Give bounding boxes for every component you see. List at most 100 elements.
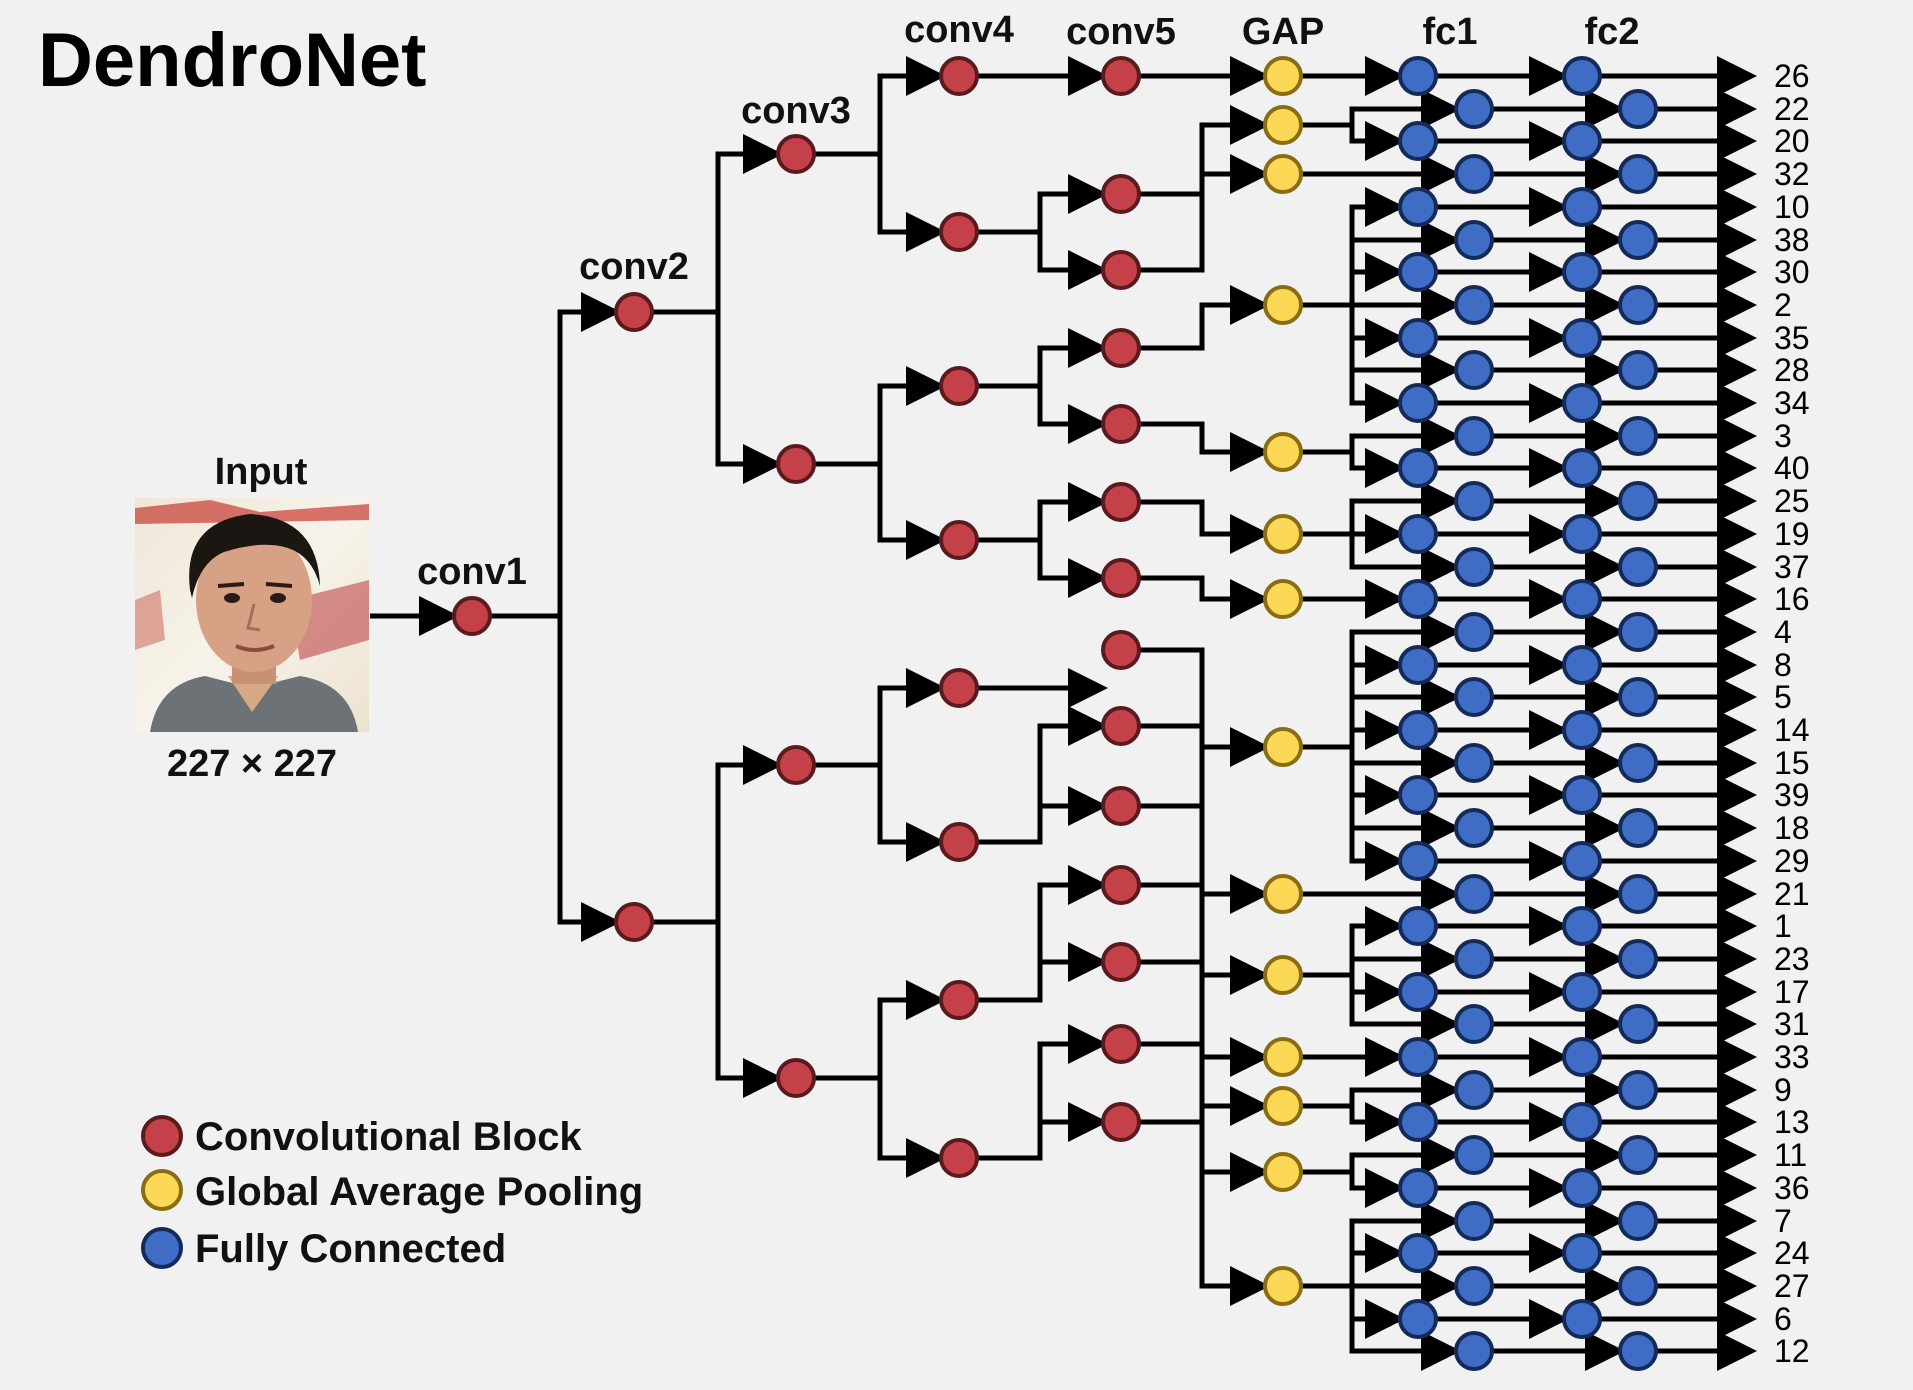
fc1-node-33 <box>1454 1135 1494 1175</box>
edge-conv4-conv5-5-1 <box>977 786 1108 845</box>
edge-conv5-gap-6-0 <box>1139 575 1270 619</box>
legend: Convolutional Block Global Average Pooli… <box>141 1115 643 1271</box>
conv5-node-11 <box>1101 942 1141 982</box>
face-photo <box>135 498 369 732</box>
output-label: 4 <box>1774 614 1792 650</box>
stage-label-conv3: conv3 <box>741 90 851 132</box>
output-label: 39 <box>1774 777 1810 813</box>
fc2-node-0 <box>1562 56 1602 96</box>
output-label: 7 <box>1774 1203 1792 1239</box>
fc2-node-22 <box>1562 775 1602 815</box>
output-label: 12 <box>1774 1333 1810 1369</box>
output-label: 32 <box>1774 156 1810 192</box>
edge-conv5-gap-4-0 <box>1139 421 1270 472</box>
edge-conv4-conv5-3-1 <box>977 537 1108 598</box>
edge-gap-fc1-29 <box>1301 972 1461 1044</box>
legend-item-conv: Convolutional Block <box>141 1115 582 1159</box>
diagram-title: DendroNet <box>38 18 426 103</box>
fc2-node-3 <box>1618 154 1658 194</box>
input-block: Input 227 × 227 <box>135 451 369 785</box>
output-label: 21 <box>1774 876 1810 912</box>
edge-conv5-gap-11-0 <box>1139 959 1270 1126</box>
edge-conv3-conv4-3-1 <box>814 1075 946 1178</box>
gap-node-9 <box>1263 955 1303 995</box>
fc1-node-10 <box>1398 383 1438 423</box>
conv4-node-7 <box>939 1138 979 1178</box>
edge-conv5-gap-3-0 <box>1139 285 1270 351</box>
edge-gap-fc1-2 <box>1301 121 1405 161</box>
conv1-node <box>452 596 492 636</box>
gap-node-5 <box>1263 514 1303 554</box>
edge-conv3-conv4-2-0 <box>814 668 946 768</box>
conv5-node-3 <box>1101 328 1141 368</box>
input-label: Input <box>215 451 308 493</box>
output-label: 14 <box>1774 712 1810 748</box>
fc1-node-22 <box>1398 775 1438 815</box>
fc2-node-23 <box>1618 808 1658 848</box>
fc2-node-27 <box>1618 939 1658 979</box>
gap-node-3 <box>1263 285 1303 325</box>
fc2-node-13 <box>1618 481 1658 521</box>
gap-node-6 <box>1263 579 1303 619</box>
output-label: 23 <box>1774 941 1810 977</box>
fc2-node-39 <box>1618 1331 1658 1371</box>
fc2-node-2 <box>1562 121 1602 161</box>
fc1-node-11 <box>1454 416 1494 456</box>
fc2-node-17 <box>1618 612 1658 652</box>
output-label: 15 <box>1774 745 1810 781</box>
output-label: 35 <box>1774 320 1810 356</box>
fc2-node-33 <box>1618 1135 1658 1175</box>
edge-conv2-conv3-0-0 <box>652 134 783 315</box>
fc2-node-29 <box>1618 1004 1658 1044</box>
stage-label-fc1: fc1 <box>1423 11 1478 53</box>
output-label: 26 <box>1774 58 1810 94</box>
output-label: 34 <box>1774 385 1810 421</box>
stage-label-conv2: conv2 <box>579 246 689 288</box>
output-label: 13 <box>1774 1104 1810 1140</box>
conv3-node-2 <box>776 745 816 785</box>
fc2-node-19 <box>1618 677 1658 717</box>
edge-conv5-gap-2-0 <box>1139 154 1270 273</box>
conv4-node-0 <box>939 56 979 96</box>
fc2-node-9 <box>1618 350 1658 390</box>
legend-gap-label: Global Average Pooling <box>195 1170 643 1214</box>
fc2-node-24 <box>1562 841 1602 881</box>
fc1-node-16 <box>1398 579 1438 619</box>
fc2-node-26 <box>1562 906 1602 946</box>
conv2-node-0 <box>614 292 654 332</box>
edge-conv4-conv5-3-0 <box>977 482 1108 543</box>
output-label: 5 <box>1774 679 1792 715</box>
conv5-node-0 <box>1101 56 1141 96</box>
fc1-node-37 <box>1454 1266 1494 1306</box>
fc1-node-18 <box>1398 645 1438 685</box>
edge-conv5-gap-12-0 <box>1139 1041 1270 1192</box>
edge-gap-fc1-15 <box>1301 531 1461 587</box>
gap-node-12 <box>1263 1152 1303 1192</box>
output-label: 9 <box>1774 1072 1792 1108</box>
conv5-node-7 <box>1101 630 1141 670</box>
fc2-node-28 <box>1562 972 1602 1012</box>
fc1-node-19 <box>1454 677 1494 717</box>
legend-gap-swatch <box>141 1169 183 1211</box>
edge-gap-fc1-33 <box>1301 1135 1461 1175</box>
edge-gap-fc1-10 <box>1301 302 1405 423</box>
fc2-node-6 <box>1562 252 1602 292</box>
fc1-node-38 <box>1398 1299 1438 1339</box>
edge-conv3-conv4-3-0 <box>814 980 946 1081</box>
fc1-node-27 <box>1454 939 1494 979</box>
fc1-node-5 <box>1454 220 1494 260</box>
legend-conv-swatch <box>141 1115 183 1157</box>
edge-conv2-conv3-1-0 <box>652 745 783 925</box>
fc1-node-23 <box>1454 808 1494 848</box>
output-label: 22 <box>1774 91 1810 127</box>
edge-conv1-conv2-1 <box>490 613 621 942</box>
output-label: 6 <box>1774 1301 1792 1337</box>
fc1-node-30 <box>1398 1037 1438 1077</box>
output-label: 27 <box>1774 1268 1810 1304</box>
nodes-layer <box>452 56 1658 1371</box>
fc1-node-4 <box>1398 187 1438 227</box>
gap-node-7 <box>1263 727 1303 767</box>
fc1-node-9 <box>1454 350 1494 390</box>
